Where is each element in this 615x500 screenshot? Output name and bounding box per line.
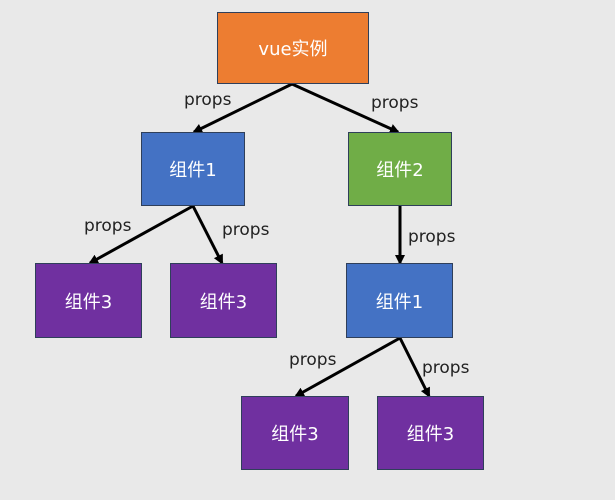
label-component1-to-component3-b: props	[222, 220, 270, 240]
node-component3-d: 组件3	[377, 396, 484, 470]
node-component3-c: 组件3	[241, 396, 349, 470]
node-component1-right: 组件1	[346, 263, 453, 338]
label-root-to-component2: props	[371, 93, 419, 113]
node-component3-b: 组件3	[170, 263, 277, 338]
edge-component1-to-component3-d	[398, 337, 431, 398]
node-component3-a: 组件3	[35, 263, 142, 338]
node-vue-instance: vue实例	[217, 12, 369, 84]
edge-component1-to-component3-b	[191, 205, 224, 265]
edge-root-to-component2	[291, 82, 400, 134]
label-component1-to-component3-a: props	[84, 216, 132, 236]
label-component2-to-component1: props	[408, 227, 456, 247]
edge-root-to-component1	[192, 82, 293, 134]
node-component1-left: 组件1	[141, 132, 245, 206]
label-component1-to-component3-c: props	[289, 350, 337, 370]
node-component2: 组件2	[348, 132, 452, 206]
edge-component1-to-component3-a	[88, 204, 194, 265]
label-root-to-component1: props	[184, 90, 232, 110]
edge-component1-to-component3-c	[294, 336, 401, 398]
label-component1-to-component3-d: props	[422, 358, 470, 378]
